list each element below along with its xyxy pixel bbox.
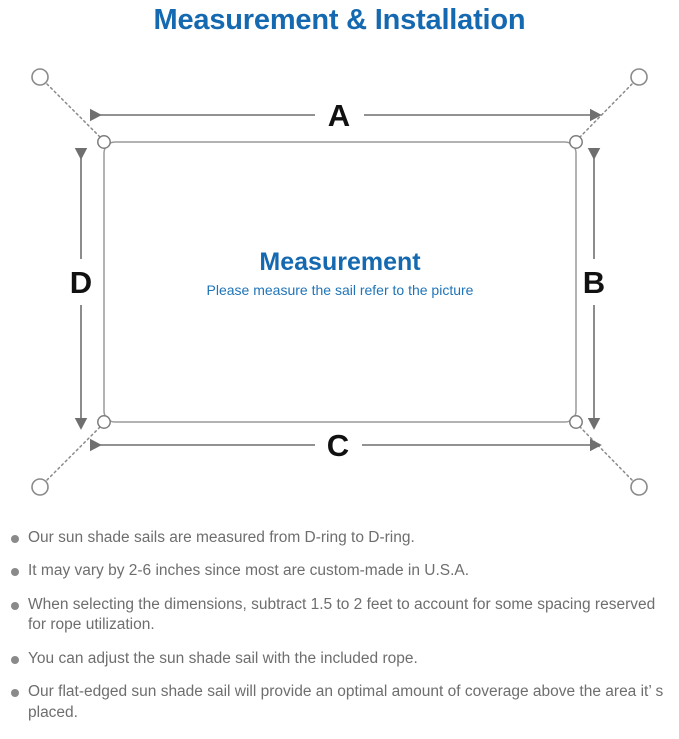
measurement-diagram-svg: A C D B Measurement Please measure the s… bbox=[31, 68, 648, 496]
list-item: It may vary by 2-6 inches since most are… bbox=[0, 561, 679, 581]
d-ring-bottom-right bbox=[569, 415, 583, 429]
list-item: Our sun shade sails are measured from D-… bbox=[0, 528, 679, 548]
anchor-point-top-left bbox=[31, 68, 49, 86]
page-title: Measurement & Installation bbox=[153, 4, 526, 36]
bullet-icon bbox=[11, 601, 19, 610]
anchor-point-bottom-right bbox=[630, 478, 648, 496]
rope-bottom-right bbox=[579, 426, 633, 481]
dimension-label-b: B bbox=[583, 265, 605, 300]
bullet-icon bbox=[11, 655, 19, 664]
note-text: Our flat-edged sun shade sail will provi… bbox=[28, 683, 664, 721]
measurement-diagram: A C D B Measurement Please measure the s… bbox=[0, 52, 679, 512]
anchor-point-top-right bbox=[630, 68, 648, 86]
notes-list: Our sun shade sails are measured from D-… bbox=[0, 528, 679, 736]
dimension-label-a: A bbox=[328, 98, 350, 133]
note-text: It may vary by 2-6 inches since most are… bbox=[28, 562, 470, 580]
dimension-label-d: D bbox=[70, 265, 92, 300]
list-item: You can adjust the sun shade sail with t… bbox=[0, 649, 679, 669]
bullet-icon bbox=[11, 535, 19, 543]
list-item: When selecting the dimensions, subtract … bbox=[0, 595, 679, 636]
diagram-center-subheading: Please measure the sail refer to the pic… bbox=[207, 282, 474, 298]
sail-outline bbox=[103, 141, 577, 423]
dimension-label-c: C bbox=[327, 428, 349, 463]
rope-top-right bbox=[579, 83, 633, 138]
rope-bottom-left bbox=[46, 426, 101, 481]
note-text: When selecting the dimensions, subtract … bbox=[28, 595, 656, 634]
d-ring-top-right bbox=[569, 135, 583, 149]
bullet-icon bbox=[11, 568, 19, 577]
d-ring-bottom-left bbox=[97, 415, 111, 429]
rope-top-left bbox=[46, 83, 101, 138]
bullet-icon bbox=[11, 689, 19, 698]
anchor-point-bottom-left bbox=[31, 478, 49, 496]
note-text: Our sun shade sails are measured from D-… bbox=[28, 529, 415, 546]
list-item: Our flat-edged sun shade sail will provi… bbox=[0, 682, 679, 723]
note-text: You can adjust the sun shade sail with t… bbox=[28, 649, 418, 667]
d-ring-top-left bbox=[97, 135, 111, 149]
diagram-center-heading: Measurement bbox=[259, 248, 421, 276]
